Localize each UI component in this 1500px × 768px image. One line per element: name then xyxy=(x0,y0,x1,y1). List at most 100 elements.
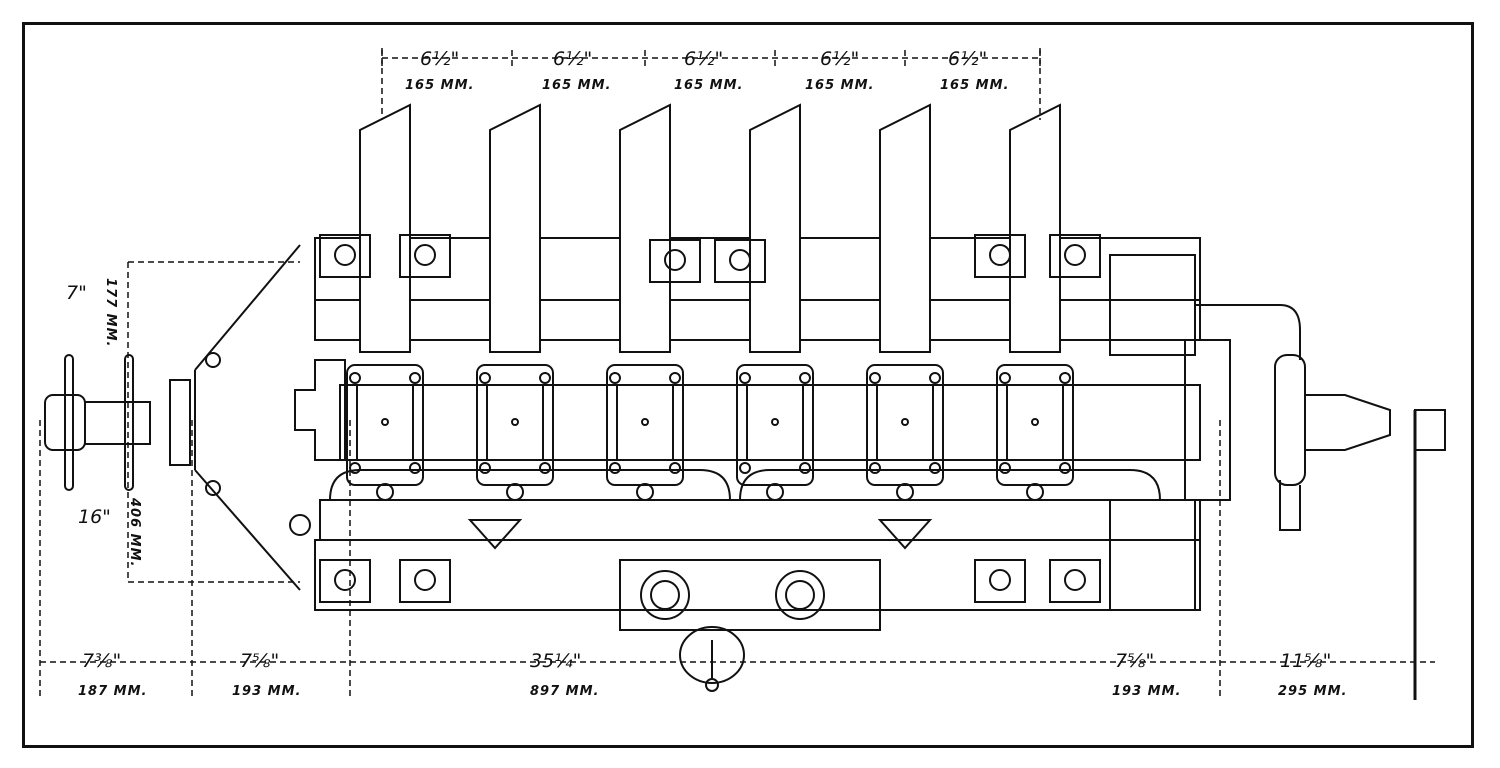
head-bolt xyxy=(1059,462,1071,474)
cylinder-center-1 xyxy=(381,418,389,426)
cylinder-cover-1 xyxy=(356,384,414,461)
head-bolt xyxy=(1059,372,1071,384)
cylinder-cover-3 xyxy=(616,384,674,461)
mount-hole xyxy=(414,244,436,266)
cylinder-cover-4 xyxy=(746,384,804,461)
bottom-dim-3-inches: 35¼" xyxy=(530,650,582,672)
lower-crankcase-rail xyxy=(314,539,1201,611)
mount-hole xyxy=(1064,244,1086,266)
head-bolt xyxy=(609,462,621,474)
mount-boss xyxy=(319,234,371,278)
head-bolt xyxy=(999,372,1011,384)
head-bolt xyxy=(479,462,491,474)
mount-boss xyxy=(319,559,371,603)
head-bolt xyxy=(349,462,361,474)
magneto-lower xyxy=(1109,499,1196,611)
top-dim-4-mm: 165 MM. xyxy=(805,78,875,93)
mount-boss xyxy=(714,239,766,283)
mount-boss xyxy=(1049,234,1101,278)
spark-plug-4 xyxy=(766,483,784,501)
mount-hole xyxy=(989,244,1011,266)
head-bolt xyxy=(999,462,1011,474)
head-bolt xyxy=(929,372,941,384)
mount-hole xyxy=(989,569,1011,591)
oil-sump xyxy=(619,559,881,631)
cylinder-cover-5 xyxy=(876,384,934,461)
side-dim-1-inches: 7" xyxy=(66,282,87,304)
sump-plug-inner-1 xyxy=(785,580,815,610)
spark-plug-2 xyxy=(506,483,524,501)
mount-hole xyxy=(729,249,751,271)
top-dim-1-mm: 165 MM. xyxy=(405,78,475,93)
bottom-dim-1-mm: 187 MM. xyxy=(78,684,148,699)
sump-plug-1 xyxy=(775,570,825,620)
exhaust-stack-4 xyxy=(749,103,801,353)
drawing-border xyxy=(22,22,1474,748)
bottom-dim-5-mm: 295 MM. xyxy=(1278,684,1348,699)
sump-plug-inner-0 xyxy=(650,580,680,610)
side-dim-1-mm: 177 MM. xyxy=(103,278,118,348)
bottom-dim-3-mm: 897 MM. xyxy=(530,684,600,699)
oil-pump-nut xyxy=(705,678,719,692)
head-bolt xyxy=(929,462,941,474)
side-dim-2-mm: 406 MM. xyxy=(127,498,142,568)
mount-boss xyxy=(974,559,1026,603)
mount-boss xyxy=(1049,559,1101,603)
head-bolt xyxy=(869,372,881,384)
thrust-bearing xyxy=(169,379,191,466)
top-dim-5-inches: 6½" xyxy=(948,48,988,70)
spark-plug-1 xyxy=(376,483,394,501)
cylinder-center-5 xyxy=(901,418,909,426)
head-bolt xyxy=(609,372,621,384)
front-mount-struts xyxy=(194,244,301,591)
drive-coupling xyxy=(1414,409,1446,451)
top-dim-2-inches: 6½" xyxy=(553,48,593,70)
drive-cone xyxy=(1304,394,1391,451)
head-bolt xyxy=(669,462,681,474)
oil-triangle-right xyxy=(877,519,933,550)
cylinder-cover-2 xyxy=(486,384,544,461)
head-bolt xyxy=(799,462,811,474)
mount-hole xyxy=(1064,569,1086,591)
lower-manifold-pipe xyxy=(319,499,1201,541)
sump-plug-0 xyxy=(640,570,690,620)
top-dim-5-mm: 165 MM. xyxy=(940,78,1010,93)
exhaust-stack-5 xyxy=(879,103,931,353)
spark-plug-5 xyxy=(896,483,914,501)
cylinder-cover-6 xyxy=(1006,384,1064,461)
exhaust-stack-3 xyxy=(619,103,671,353)
bottom-dim-1-inches: 7⅜" xyxy=(82,650,122,672)
head-bolt xyxy=(409,462,421,474)
bottom-dim-5-inches: 11⅝" xyxy=(1280,650,1332,672)
cylinder-center-6 xyxy=(1031,418,1039,426)
mount-boss xyxy=(399,234,451,278)
cylinder-center-4 xyxy=(771,418,779,426)
strut-bolt xyxy=(205,352,221,368)
top-dim-3-inches: 6½" xyxy=(684,48,724,70)
head-bolt xyxy=(739,462,751,474)
cylinder-center-2 xyxy=(511,418,519,426)
head-bolt xyxy=(539,462,551,474)
head-bolt xyxy=(869,462,881,474)
spark-plug-6 xyxy=(1026,483,1044,501)
head-bolt xyxy=(669,372,681,384)
gear-case xyxy=(1184,339,1231,501)
side-dim-2-inches: 16" xyxy=(78,506,111,528)
top-dim-3-mm: 165 MM. xyxy=(674,78,744,93)
mount-boss xyxy=(649,239,701,283)
head-bolt xyxy=(739,372,751,384)
cylinder-center-3 xyxy=(641,418,649,426)
oil-pump xyxy=(679,626,745,684)
top-dim-1-inches: 6½" xyxy=(420,48,460,70)
mount-hole xyxy=(334,569,356,591)
mount-boss xyxy=(399,559,451,603)
prop-shaft xyxy=(84,401,151,445)
pump-outlet xyxy=(1279,480,1301,531)
water-pipe xyxy=(1195,304,1301,360)
prop-flange-front xyxy=(64,354,74,491)
bottom-dim-4-mm: 193 MM. xyxy=(1112,684,1182,699)
water-pump xyxy=(1274,354,1306,486)
exhaust-stack-6 xyxy=(1009,103,1061,353)
camshaft-housing xyxy=(339,384,1201,461)
